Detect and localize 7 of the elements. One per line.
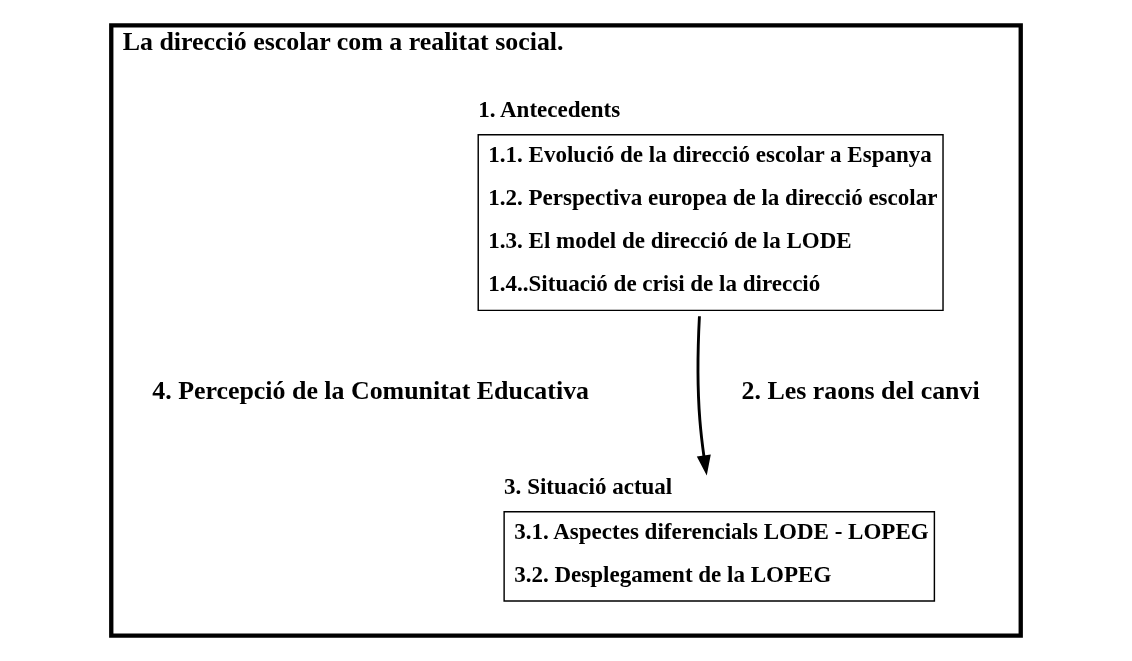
arrow: [696, 316, 711, 476]
node-box: 3.1. Aspectes diferencials LODE - LOPEG 3.2. Desplegament de la LOPEG: [503, 511, 936, 602]
node-box: 1.1. Evolució de la direcció escolar a Espanya 1.2. Perspectiva europea de la direcció escolar 1.3. El model de direcció de la LODE 1.4..Situació de crisi de la direcció: [477, 134, 944, 312]
node-label: 3. Situació actual: [504, 473, 673, 500]
label: 4. Percepció de la Comunitat Educativa: [152, 375, 590, 405]
node-label: 1. Antecedents: [478, 96, 621, 123]
label: 2. Les raons del canvi: [741, 375, 980, 405]
